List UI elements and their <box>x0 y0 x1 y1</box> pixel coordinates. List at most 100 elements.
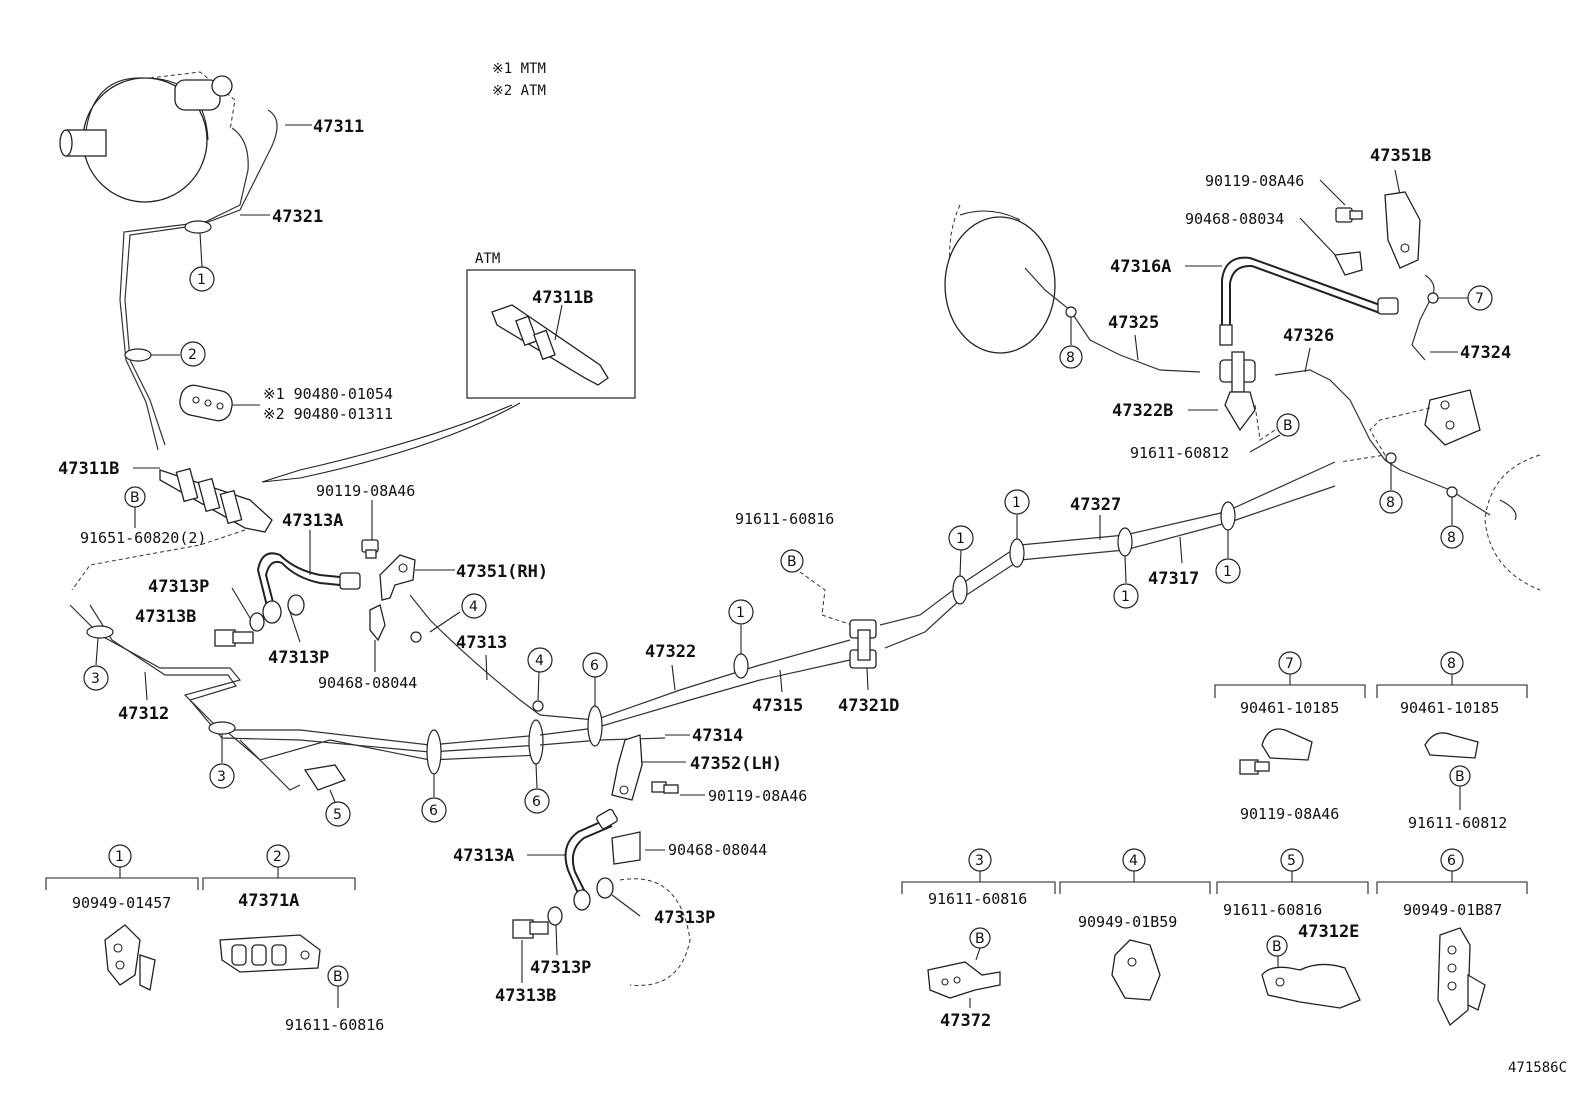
legend-7-bolt: 90119-08A46 <box>1240 805 1339 823</box>
svg-text:B: B <box>333 969 343 985</box>
clamp-6b-marker <box>528 719 544 765</box>
rear-valve <box>1424 389 1481 446</box>
label-91651: 91651-60820(2) <box>80 529 206 547</box>
label-90119-a: 90119-08A46 <box>316 482 415 500</box>
svg-text:B: B <box>130 490 140 506</box>
callout-1c <box>1004 489 1030 515</box>
legend-1-part: 90949-01457 <box>72 894 171 912</box>
clamp-2-marker <box>124 348 152 362</box>
svg-text:1: 1 <box>1121 589 1130 605</box>
legend-3-sub: 47372 <box>940 1011 991 1031</box>
callout-3b <box>209 763 235 789</box>
svg-text:1: 1 <box>115 849 124 865</box>
svg-text:3: 3 <box>975 853 984 869</box>
label-47313: 47313 <box>456 633 507 653</box>
clamp-1c-marker <box>1009 538 1025 568</box>
label-47321: 47321 <box>272 207 323 227</box>
legend-2-clamp-drawing <box>219 934 321 973</box>
bolt-90119-a <box>361 539 379 559</box>
svg-text:2: 2 <box>188 347 197 363</box>
grommet <box>179 384 260 422</box>
svg-text:3: 3 <box>91 671 100 687</box>
label-47311B-atm: 47311B <box>532 288 593 308</box>
label-47313P-b: 47313P <box>268 648 329 668</box>
svg-text:1: 1 <box>1012 495 1021 511</box>
callout-1d <box>1113 583 1139 609</box>
callout-1b <box>948 525 974 551</box>
legend-8-bolt: 91611-60812 <box>1408 814 1507 832</box>
legend-7-clamp-drawing <box>1239 728 1313 775</box>
label-47314: 47314 <box>692 726 743 746</box>
label-90468-a: 90468-08044 <box>318 674 417 692</box>
svg-text:B: B <box>1283 418 1293 434</box>
bolt-47313B-a <box>214 629 254 647</box>
legend-5-clamp-drawing <box>1261 963 1361 1009</box>
rear-drum-right <box>1484 454 1541 591</box>
svg-text:B: B <box>1272 939 1282 955</box>
clamp-3a-marker <box>86 625 114 639</box>
bolt-90119-b <box>651 781 679 794</box>
clamp-6a-marker <box>426 729 442 775</box>
tee-47322B <box>1219 351 1256 432</box>
legend-5-sub: 47312E <box>1298 922 1359 942</box>
label-47326: 47326 <box>1283 326 1334 346</box>
callout-1 <box>189 266 215 292</box>
label-90480-mtm: ※1 90480-01054 <box>263 385 393 403</box>
callout-7 <box>1467 285 1493 311</box>
callout-1e <box>1215 558 1241 584</box>
washer-a <box>249 612 265 632</box>
legend-1-clamp-drawing <box>104 924 156 991</box>
legend-8-clamp-drawing <box>1424 732 1479 759</box>
label-47313P-d: 47313P <box>530 958 591 978</box>
svg-text:4: 4 <box>1129 853 1138 869</box>
legend-3-part: 91611-60816 <box>928 890 1027 908</box>
legend-5-part: 91611-60816 <box>1223 901 1322 919</box>
clip-90468-a <box>369 604 386 642</box>
joint-47321D <box>849 619 877 669</box>
legend-2-bolt: 91611-60816 <box>285 1016 384 1034</box>
label-47311: 47311 <box>313 117 364 137</box>
banjo-a <box>262 600 282 624</box>
svg-text:6: 6 <box>429 803 438 819</box>
washer-c <box>596 877 614 899</box>
washer-d <box>547 906 563 926</box>
label-47313A-bot: 47313A <box>453 846 514 866</box>
atm-title: ATM <box>475 251 500 267</box>
atm-inset: ATM 47311B <box>261 251 636 483</box>
label-47313B-b: 47313B <box>495 986 556 1006</box>
svg-text:2: 2 <box>273 849 282 865</box>
svg-text:7: 7 <box>1475 291 1484 307</box>
callout-6a <box>421 797 447 823</box>
label-47322B: 47322B <box>1112 401 1173 421</box>
svg-text:8: 8 <box>1066 350 1075 366</box>
legend-3-clamp-drawing <box>927 961 1001 999</box>
legend-5-bolt-mark <box>1266 935 1288 957</box>
callout-2 <box>180 341 206 367</box>
clamp-1a-marker <box>733 653 749 679</box>
label-91611-top: 91611-60816 <box>735 510 834 528</box>
callout-8a <box>1059 345 1083 369</box>
label-47311B: 47311B <box>58 459 119 479</box>
clamp-1-marker <box>184 220 212 234</box>
bracket-47351B <box>1384 191 1421 269</box>
legend-7-part: 90461-10185 <box>1240 699 1339 717</box>
bolt-47313B-b <box>512 919 549 939</box>
clamp-1b-marker <box>952 575 968 605</box>
svg-text:5: 5 <box>1287 853 1296 869</box>
callout-4b <box>527 647 553 673</box>
brake-booster <box>59 71 236 203</box>
banjo-b <box>573 889 591 911</box>
clip-90468-b <box>611 831 641 865</box>
label-47313B-a: 47313B <box>135 607 196 627</box>
label-47327: 47327 <box>1070 495 1121 515</box>
label-91611-right: 91611-60812 <box>1130 444 1229 462</box>
svg-text:4: 4 <box>469 599 478 615</box>
legend-4-part: 90949-01B59 <box>1078 913 1177 931</box>
legend-4-clamp-drawing <box>1111 939 1161 1001</box>
svg-text:1: 1 <box>736 605 745 621</box>
callout-8c <box>1440 525 1464 549</box>
bolt-90119-c <box>1335 207 1363 223</box>
svg-text:8: 8 <box>1386 495 1395 511</box>
label-90468-b: 90468-08044 <box>668 841 767 859</box>
callout-5 <box>325 801 351 827</box>
